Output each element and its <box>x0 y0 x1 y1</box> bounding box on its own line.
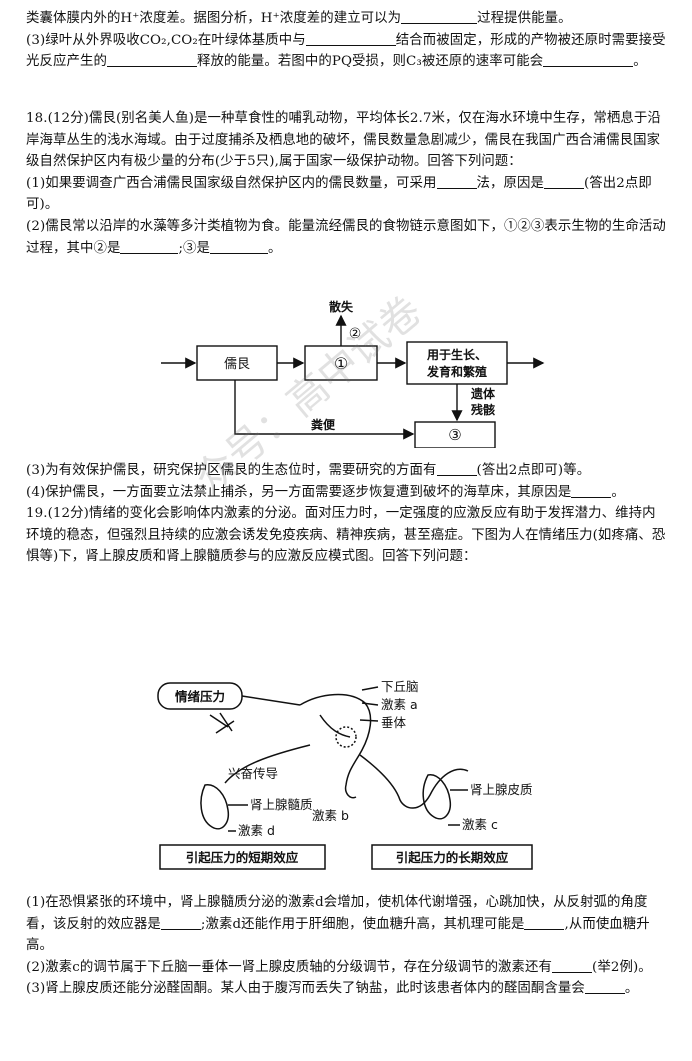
text-line: (答出2点即可)等。 <box>476 463 591 478</box>
brain-outline <box>299 693 372 799</box>
text-line: (4)保护儒艮，一方面要立法禁止捕杀，另一方面需要逐步恢复遭到破坏的海草床，其原… <box>26 484 572 500</box>
question-18: 18.(12分)儒艮(别名美人鱼)是一种草食性的哺乳动物，平均体长2.7米，仅在… <box>26 108 666 259</box>
question-18-cont: (3)为有效保护儒艮，研究保护区儒艮的生态位时，需要研究的方面有 (答出2点即可)… <box>26 460 666 568</box>
text-line: (1)如果要调查广西合浦儒艮国家级自然保护区内的儒艮数量，可采用 <box>26 175 437 191</box>
text-line: 法，原因是 <box>476 175 544 191</box>
answer-blank[interactable] <box>571 483 612 498</box>
right-gland <box>422 774 452 820</box>
text-line: (1)在恐惧紧张的环境中，肾上腺髓质分泌的激素d会增加，使机体代谢增强，心跳加快… <box>26 895 648 932</box>
text-line: 结合而被固定，形成的产物被还原时需要接受光反应产生的 <box>26 32 666 70</box>
text-line: 。 <box>633 54 647 70</box>
label-circle-1: ① <box>334 354 348 373</box>
text-line: 释放的能量。若图中的PQ受损，则C₃被还原的速率可能会 <box>196 54 544 70</box>
answer-blank[interactable] <box>305 31 396 46</box>
text-line: ;激素d还能作用于肝细胞，使血糖升高，其机理可能是 <box>200 916 525 932</box>
text-line: (举2例)。 <box>592 959 652 975</box>
label-hormone-d: 激素 d <box>238 823 275 838</box>
label-emotion: 情绪压力 <box>175 689 225 704</box>
answer-blank[interactable] <box>524 915 565 930</box>
label-long-term: 引起压力的长期效应 <box>396 850 509 865</box>
label-circle-2: ② <box>349 326 362 342</box>
text-line: 过程提供能量。 <box>477 11 572 26</box>
answer-blank[interactable] <box>543 174 584 189</box>
answer-blank[interactable] <box>552 958 593 973</box>
stress-response-diagram: 情绪压力 下丘脑 激素 a 垂体 兴奋传导 肾上腺髓质 激素 b 肾上腺皮质 激… <box>157 679 533 870</box>
label-remains-2: 残骸 <box>471 402 495 417</box>
answer-blank[interactable] <box>120 239 179 254</box>
text-line: (2)儒艮常以沿岸的水藻等多汁类植物为食。能量流经儒艮的食物链示意图如下，①②③… <box>26 218 666 256</box>
answer-blank[interactable] <box>210 239 269 254</box>
label-growth-1: 用于生长、 <box>426 347 487 362</box>
label-sansi: 散失 <box>329 299 354 314</box>
q19-intro: 19.(12分)情绪的变化会影响体内激素的分泌。面对压力时，一定强度的应激反应有… <box>26 506 666 565</box>
label-pituitary: 垂体 <box>381 715 407 730</box>
text-line: 。 <box>268 240 282 256</box>
short-term-box <box>159 844 326 870</box>
stress-mark <box>209 712 235 734</box>
label-feces: 粪便 <box>311 417 336 432</box>
pituitary-leader <box>359 719 379 722</box>
flow-arrow-feces <box>234 380 415 440</box>
text-line: (2)激素c的调节属于下丘脑一垂体一肾上腺皮质轴的分级调节，存在分级调节的激素还… <box>26 959 553 975</box>
label-hormone-b: 激素 b <box>312 808 349 823</box>
answer-blank[interactable] <box>436 461 477 476</box>
answer-blank[interactable] <box>543 52 634 68</box>
text-line: (答出2点即可)。 <box>26 175 652 213</box>
answer-blank[interactable] <box>160 915 201 930</box>
hormone-a-leader <box>361 702 379 706</box>
label-medulla: 肾上腺髓质 <box>250 797 313 812</box>
hypothalamus-leader <box>361 686 379 691</box>
text-line: 。 <box>611 484 625 500</box>
nerve-path <box>319 714 351 738</box>
pituitary-shape <box>335 726 357 748</box>
nerve-line <box>224 744 311 784</box>
answer-blank[interactable] <box>436 174 477 189</box>
label-circle-3: ③ <box>448 426 461 444</box>
label-remains-1: 遗体 <box>470 386 496 401</box>
vessel-path <box>359 754 469 809</box>
text-line: 。 <box>624 981 639 997</box>
label-short-term: 引起压力的短期效应 <box>186 850 299 865</box>
question-19-parts: (1)在恐惧紧张的环境中，肾上腺髓质分泌的激素d会增加，使机体代谢增强，心跳加快… <box>26 892 666 1000</box>
label-growth-2: 发育和繁殖 <box>426 364 487 379</box>
long-term-box <box>371 844 533 870</box>
label-nerve: 兴奋传导 <box>228 766 278 781</box>
label-hormone-c: 激素 c <box>462 817 498 832</box>
emotion-arrow <box>241 695 301 706</box>
text-line: (3)肾上腺皮质还能分泌醛固酮。某人由于腹泻而丢失了钠盐，此时该患者体内的醛固酮… <box>26 981 585 997</box>
energy-flow-diagram: 儒艮 ① 用于生长、 发育和繁殖 ③ 散失 ② 遗体 残骸 粪便 <box>161 299 545 448</box>
text-line: 类囊体膜内外的H⁺浓度差。据图分析，H⁺浓度差的建立可以为 <box>26 11 402 26</box>
label-hypothalamus: 下丘脑 <box>381 679 419 694</box>
text-line: (3)绿叶从外界吸收CO₂,CO₂在叶绿体基质中与 <box>26 32 306 48</box>
q17-continuation: 类囊体膜内外的H⁺浓度差。据图分析，H⁺浓度差的建立可以为 过程提供能量。 (3)… <box>26 8 666 73</box>
answer-blank[interactable] <box>106 52 197 68</box>
answer-blank[interactable] <box>584 979 625 995</box>
box-process-3 <box>414 421 496 448</box>
left-gland <box>200 784 230 830</box>
text-line: ,从而使血糖升高。 <box>26 916 650 954</box>
q18-intro: 18.(12分)儒艮(别名美人鱼)是一种草食性的哺乳动物，平均体长2.7米，仅在… <box>26 111 661 170</box>
answer-blank[interactable] <box>401 9 478 24</box>
label-cortex: 肾上腺皮质 <box>470 782 533 797</box>
text-line: ;③是 <box>178 240 211 256</box>
text-line: (3)为有效保护儒艮，研究保护区儒艮的生态位时，需要研究的方面有 <box>26 463 437 478</box>
label-dugong: 儒艮 <box>224 357 250 372</box>
label-hormone-a: 激素 a <box>381 697 418 712</box>
